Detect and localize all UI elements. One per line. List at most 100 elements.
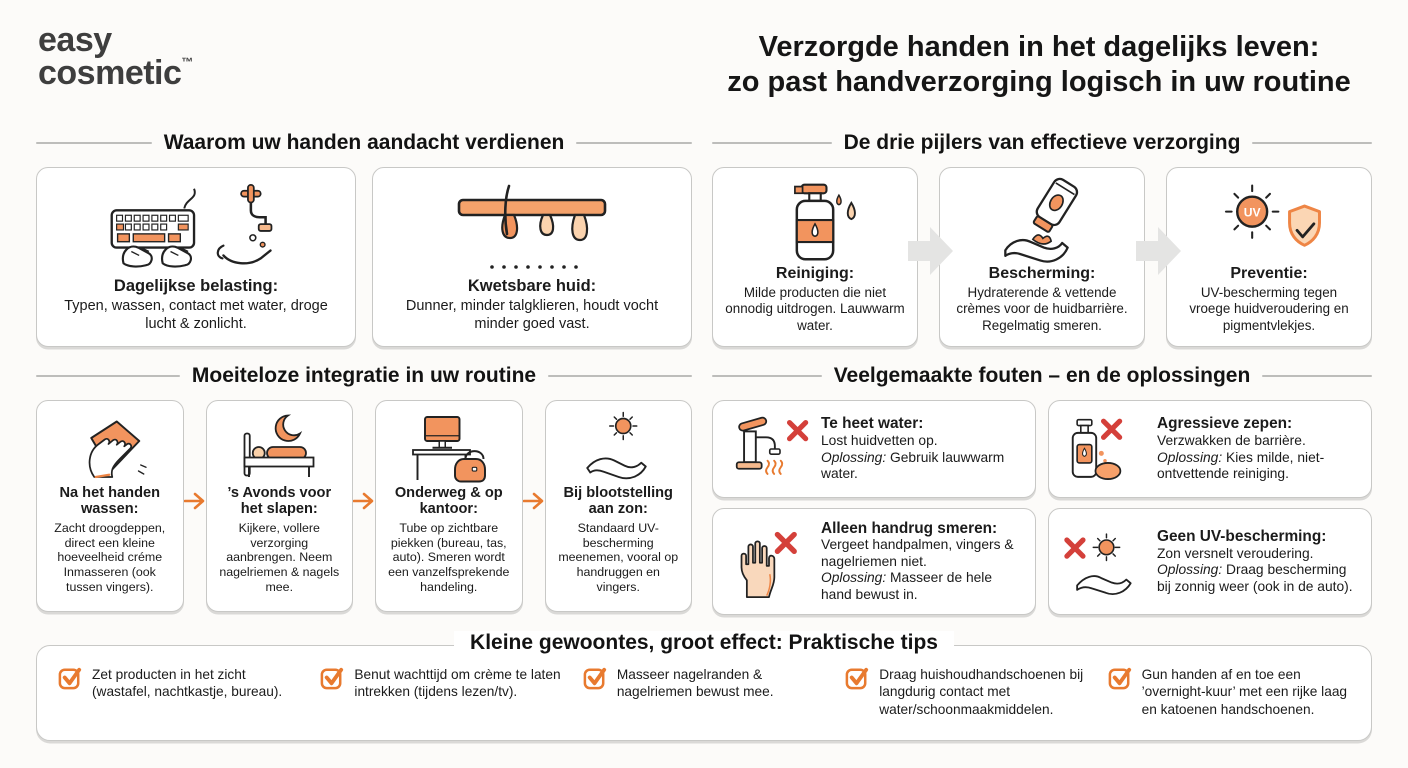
divider-line [36, 375, 180, 377]
card-evening: ’s Avonds voor het slapen: Kijkere, voll… [205, 400, 353, 612]
checkbox-icon [1107, 664, 1134, 718]
towel-hands-icon [58, 409, 162, 485]
tip-text: Zet producten in het zicht (wastafel, na… [92, 667, 283, 700]
card-body: Tube op zichtbare piekken (bureau, tas, … [388, 520, 510, 595]
divider-line [36, 142, 152, 144]
card-body: Zacht droogdeppen, direct een kleine hoe… [54, 520, 166, 595]
card-body: Lost huidvetten op. [821, 433, 938, 449]
card-sun-exposure: Bij blootstelling aan zon: Standaard UV-… [544, 400, 692, 612]
tip-text: Gun handen af en toe een ’overnight-kuur… [1141, 667, 1348, 717]
card-daily-strain: Dagelijkse belasting: Typen, wassen, con… [36, 167, 356, 347]
card-title: Bij blootstelling aan zon: [563, 485, 673, 518]
section-tips: Kleine gewoontes, groot effect: Praktisc… [36, 631, 1372, 741]
brand-line2: cosmetic™ [38, 54, 194, 93]
card-protection: Bescherming: Hydraterende & vettende crè… [939, 167, 1145, 347]
card-title: Te heet water: [821, 415, 924, 433]
card-body: Zon versnelt veroudering. [1157, 545, 1314, 561]
next-step-arrow-icon [522, 492, 545, 515]
checkbox-icon [319, 664, 346, 718]
card-hot-water: Te heet water: Lost huidvetten op. Oplos… [712, 400, 1036, 498]
divider-line [712, 375, 822, 377]
card-body: Dunner, minder talgklieren, houdt vocht … [405, 298, 659, 333]
pillars-heading: De drie pijlers van effectieve verzorgin… [712, 131, 1373, 155]
divider-line [576, 142, 693, 144]
brand-logo: easy cosmetic™ [38, 21, 194, 93]
checkbox-icon [582, 664, 609, 718]
checkbox-icon [57, 664, 84, 718]
card-aggressive-soap: Agressieve zepen: Verzwakken de barrière… [1048, 400, 1372, 498]
card-prevention: UV Preventie: UV-bescherming tegen vroeg… [1166, 167, 1372, 347]
bed-moon-icon [223, 409, 335, 485]
card-body: Standaard UV-bescherming meenemen, voora… [558, 520, 679, 595]
checkbox-icon [844, 664, 871, 718]
tip-text: Masseer nagelranden & nagelriemen bewust… [616, 667, 774, 700]
card-title: Onderweg & op kantoor: [394, 485, 503, 518]
divider-line [712, 142, 832, 144]
palm-x-icon [725, 520, 813, 604]
sun-over-hand-icon [566, 409, 670, 485]
section-routine: Moeiteloze integratie in uw routine Na h… [36, 364, 693, 612]
next-step-arrow-icon [352, 492, 375, 515]
card-after-washing: Na het handen wassen: Zacht droogdeppen,… [36, 400, 184, 612]
tip-item: Draag huishoudhandschoenen bij langdurig… [844, 666, 1088, 718]
card-title: Reiniging: [775, 264, 855, 282]
tip-item: Gun handen af en toe een ’overnight-kuur… [1107, 666, 1351, 718]
desk-bag-icon [393, 409, 505, 485]
card-body: Kijkere, vollere verzorging aanbrengen. … [219, 520, 340, 595]
card-back-of-hand-only: Alleen handrug smeren: Vergeet handpalme… [712, 508, 1036, 615]
card-body: UV-bescherming tegen vroege huidverouder… [1189, 284, 1349, 333]
card-fragile-skin: Kwetsbare huid: Dunner, minder talgklier… [372, 167, 692, 347]
card-solution: Oplossing: Draag bescherming bij zonnig … [1157, 562, 1353, 594]
routine-heading: Moeiteloze integratie in uw routine [36, 364, 693, 388]
card-title: Geen UV-bescherming: [1157, 527, 1327, 545]
brand-line1: easy [38, 21, 112, 59]
card-title: Preventie: [1230, 264, 1308, 282]
card-solution: Oplossing: Kies milde, niet-ontvettende … [1157, 449, 1325, 482]
divider-line [1262, 375, 1372, 377]
card-body: Vergeet handpalmen, vingers & nagelrieme… [821, 537, 1014, 569]
skin-cross-section-icon [447, 178, 617, 277]
next-step-arrow-icon [183, 492, 206, 515]
tip-item: Masseer nagelranden & nagelriemen bewust… [582, 666, 826, 718]
card-body: Verzwakken de barrière. [1157, 433, 1306, 449]
card-title: Alleen handrug smeren: [821, 519, 998, 537]
card-solution: Oplossing: Masseer de hele hand bewust i… [821, 570, 993, 602]
section-mistakes: Veelgemaakte fouten – en de oplossingen [712, 364, 1372, 615]
card-cleansing: Reiniging: Milde producten die niet onno… [712, 167, 918, 347]
card-title: Dagelijkse belasting: [113, 277, 279, 296]
card-body: Typen, wassen, contact met water, droge … [64, 298, 328, 333]
trademark-symbol: ™ [181, 55, 194, 70]
tip-text: Draag huishoudhandschoenen bij langdurig… [879, 667, 1084, 717]
hot-faucet-x-icon [725, 411, 813, 487]
keyboard-handwash-icon [98, 178, 294, 277]
card-on-the-go: Onderweg & op kantoor: Tube op zichtbare… [375, 400, 523, 612]
card-title: Bescherming: [988, 264, 1096, 282]
tips-heading: Kleine gewoontes, groot effect: Praktisc… [454, 631, 954, 655]
step-arrow-icon [1136, 225, 1182, 282]
divider-line [1252, 142, 1373, 144]
card-no-uv-protection: Geen UV-bescherming: Zon versnelt veroud… [1048, 508, 1372, 615]
card-title: Na het handen wassen: [59, 485, 161, 518]
card-body: Milde producten die niet onnodig uitdrog… [725, 284, 905, 333]
uv-shield-icon: UV [1209, 178, 1329, 265]
svg-text:UV: UV [1244, 206, 1262, 220]
tip-item: Zet producten in het zicht (wastafel, na… [57, 666, 301, 718]
cream-tube-hand-icon [982, 178, 1102, 265]
soap-sponge-x-icon [1061, 411, 1149, 487]
tip-item: Benut wachttijd om crème te laten intrek… [319, 666, 563, 718]
page-title: Verzorgde handen in het dagelijks leven:… [727, 31, 1351, 98]
card-solution: Oplossing: Gebruik lauwwarm water. [821, 449, 1005, 482]
step-arrow-icon [908, 225, 954, 282]
divider-line [548, 375, 693, 377]
card-body: Hydraterende & vettende crèmes voor de h… [956, 284, 1128, 333]
card-title: ’s Avonds voor het slapen: [227, 485, 332, 518]
pump-bottle-icon [761, 178, 869, 265]
why-heading: Waarom uw handen aandacht verdienen [36, 131, 693, 155]
mistakes-heading: Veelgemaakte fouten – en de oplossingen [712, 364, 1372, 388]
card-title: Agressieve zepen: [1157, 415, 1293, 433]
sun-hand-x-icon [1061, 522, 1149, 602]
section-pillars: De drie pijlers van effectieve verzorgin… [712, 131, 1373, 347]
tip-text: Benut wachttijd om crème te laten intrek… [354, 667, 561, 700]
card-title: Kwetsbare huid: [467, 277, 597, 296]
section-why: Waarom uw handen aandacht verdienen [36, 131, 693, 347]
